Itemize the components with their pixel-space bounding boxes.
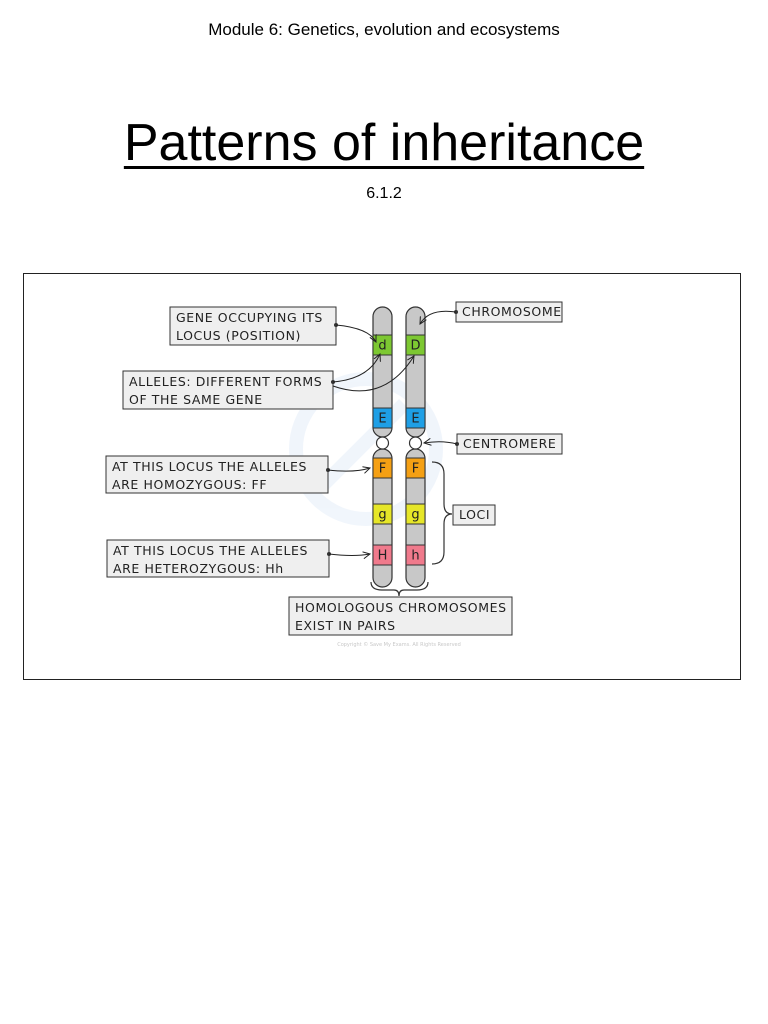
left-locus-g bbox=[372, 503, 393, 525]
svg-text:AT THIS LOCUS THE ALLELES: AT THIS LOCUS THE ALLELES bbox=[113, 543, 308, 558]
svg-text:EXIST IN PAIRS: EXIST IN PAIRS bbox=[295, 618, 396, 633]
right-locus-g bbox=[405, 503, 426, 525]
page-title: Patterns of inheritance bbox=[0, 112, 768, 174]
diagram-svg: d E F g H D E F g h GENE OCCUPYING ITS L… bbox=[105, 301, 563, 648]
left-locus-e bbox=[372, 407, 393, 429]
svg-text:ALLELES: DIFFERENT FORMS: ALLELES: DIFFERENT FORMS bbox=[129, 374, 322, 389]
left-allele-g: g bbox=[378, 508, 386, 523]
left-allele-f: F bbox=[379, 462, 386, 477]
gene-locus-label: GENE OCCUPYING ITS LOCUS (POSITION) bbox=[169, 306, 376, 346]
right-centromere bbox=[408, 436, 423, 450]
svg-text:ARE HETEROZYGOUS: Hh: ARE HETEROZYGOUS: Hh bbox=[113, 561, 284, 576]
right-allele-g: g bbox=[411, 508, 419, 523]
svg-text:CENTROMERE: CENTROMERE bbox=[463, 436, 556, 451]
right-allele-f: F bbox=[412, 462, 419, 477]
svg-text:AT THIS LOCUS THE ALLELES: AT THIS LOCUS THE ALLELES bbox=[112, 459, 307, 474]
copyright-text: Copyright © Save My Exams. All Rights Re… bbox=[337, 641, 461, 648]
alleles-label: ALLELES: DIFFERENT FORMS OF THE SAME GEN… bbox=[122, 354, 414, 410]
right-locus-h bbox=[405, 544, 426, 566]
right-locus-f bbox=[405, 457, 426, 479]
chromosome-label: CHROMOSOME bbox=[420, 301, 563, 324]
right-allele-h: h bbox=[411, 549, 419, 564]
loci-label: LOCI bbox=[431, 461, 496, 565]
homologous-label: HOMOLOGOUS CHROMOSOMES EXIST IN PAIRS bbox=[288, 581, 513, 636]
left-locus-h bbox=[372, 544, 393, 566]
svg-text:LOCUS (POSITION): LOCUS (POSITION) bbox=[176, 328, 301, 343]
left-allele-d: d bbox=[378, 339, 386, 354]
svg-text:GENE OCCUPYING ITS: GENE OCCUPYING ITS bbox=[176, 310, 323, 325]
centromere-label: CENTROMERE bbox=[424, 433, 563, 455]
page-title-text: Patterns of inheritance bbox=[123, 114, 645, 172]
left-allele-h: H bbox=[378, 549, 388, 564]
heterozygous-label: AT THIS LOCUS THE ALLELES ARE HETEROZYGO… bbox=[106, 539, 370, 578]
chromosome-diagram: d E F g H D E F g h GENE OCCUPYING ITS L… bbox=[23, 273, 741, 680]
svg-text:CHROMOSOME: CHROMOSOME bbox=[462, 304, 562, 319]
svg-text:ARE HOMOZYGOUS: FF: ARE HOMOZYGOUS: FF bbox=[112, 477, 267, 492]
svg-text:OF THE SAME GENE: OF THE SAME GENE bbox=[129, 392, 263, 407]
svg-text:LOCI: LOCI bbox=[459, 507, 490, 522]
svg-text:HOMOLOGOUS CHROMOSOMES: HOMOLOGOUS CHROMOSOMES bbox=[295, 600, 507, 615]
section-number: 6.1.2 bbox=[366, 185, 402, 202]
left-chromosome: d E F g H bbox=[372, 306, 393, 588]
module-heading: Module 6: Genetics, evolution and ecosys… bbox=[208, 20, 560, 39]
left-centromere bbox=[375, 436, 390, 450]
right-locus-d bbox=[405, 334, 426, 356]
left-allele-e: E bbox=[378, 412, 386, 427]
homozygous-label: AT THIS LOCUS THE ALLELES ARE HOMOZYGOUS… bbox=[105, 455, 370, 494]
right-allele-d: D bbox=[410, 339, 420, 354]
left-locus-d bbox=[372, 334, 393, 356]
right-chromosome: D E F g h bbox=[405, 306, 426, 588]
right-allele-e: E bbox=[411, 412, 419, 427]
right-locus-e bbox=[405, 407, 426, 429]
left-locus-f bbox=[372, 457, 393, 479]
